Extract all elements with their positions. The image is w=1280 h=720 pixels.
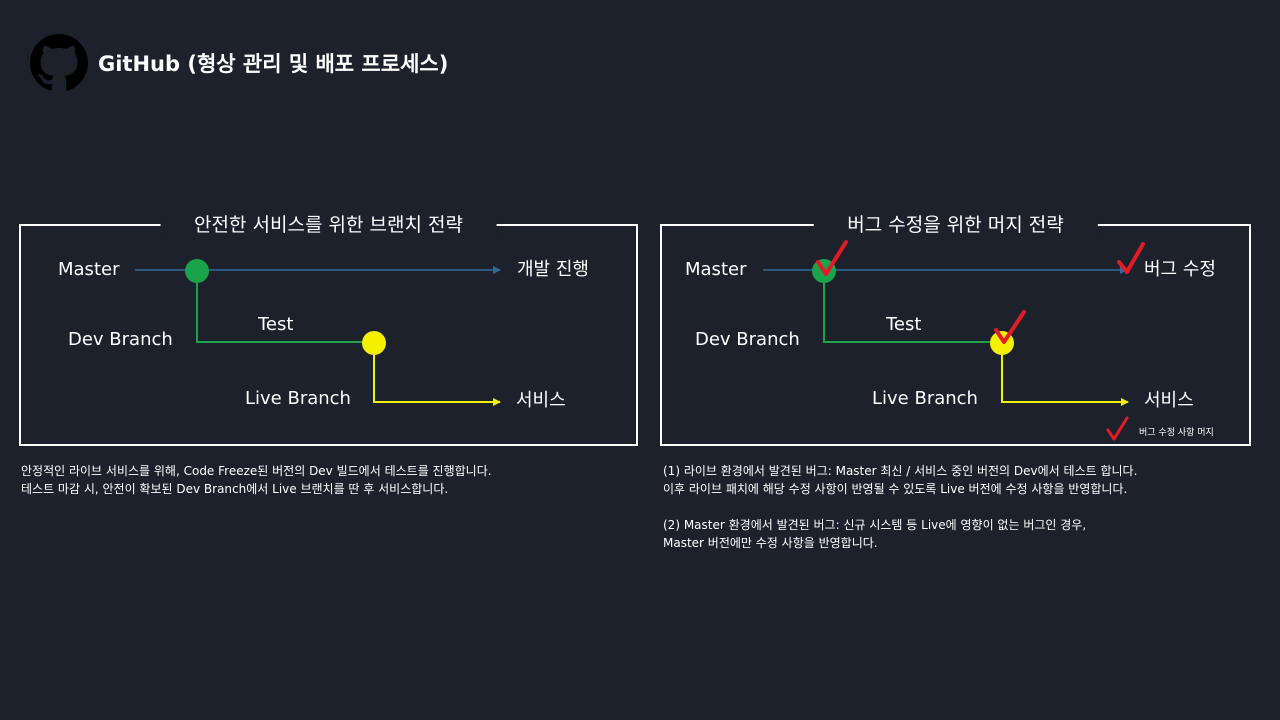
- legend-check-mark-icon: [1106, 416, 1129, 441]
- note-line: 이후 라이브 패치에 해당 수정 사항이 반영될 수 있도록 Live 버전에 …: [663, 482, 1128, 496]
- left-live-branch-label: Live Branch: [245, 388, 351, 409]
- right-master-label: Master: [685, 259, 747, 280]
- branch-strategy-title: 안전한 서비스를 위한 브랜치 전략: [160, 212, 497, 238]
- page-title: GitHub (형상 관리 및 배포 프로세스): [98, 52, 449, 76]
- note-line: 테스트 마감 시, 안전이 확보된 Dev Branch에서 Live 브랜치를…: [21, 482, 449, 496]
- left-dev-branch-line: [196, 270, 374, 343]
- left-master-node: [185, 259, 209, 283]
- note-line: 안정적인 라이브 서비스를 위해, Code Freeze된 버전의 Dev 빌…: [21, 464, 492, 478]
- left-dev-branch-label: Dev Branch: [68, 329, 173, 350]
- left-live-branch-line: [373, 342, 501, 406]
- check-mark-icon: [1117, 242, 1145, 274]
- right-live-branch-label: Live Branch: [872, 388, 978, 409]
- left-service-label: 서비스: [516, 390, 566, 411]
- right-dev-branch-label: Dev Branch: [695, 329, 800, 350]
- note-line: (2) Master 환경에서 발견된 버그: 신규 시스템 등 Live에 영…: [663, 518, 1087, 532]
- check-mark-icon: [994, 310, 1026, 344]
- merge-strategy-title: 버그 수정을 위한 머지 전략: [813, 212, 1098, 238]
- note-line: Master 버전에만 수정 사항을 반영합니다.: [663, 536, 878, 550]
- right-service-label: 서비스: [1144, 390, 1194, 411]
- right-dev-branch-line: [823, 270, 1002, 343]
- branch-strategy-panel: 안전한 서비스를 위한 브랜치 전략: [19, 212, 638, 446]
- right-notes: (1) 라이브 환경에서 발견된 버그: Master 최신 / 서비스 중인 …: [663, 462, 1137, 552]
- github-octocat-icon: [30, 34, 88, 91]
- left-test-label: Test: [258, 314, 294, 335]
- right-live-branch-line: [1001, 342, 1129, 406]
- merge-strategy-panel: 버그 수정을 위한 머지 전략: [660, 212, 1251, 446]
- left-develop-label: 개발 진행: [517, 259, 589, 280]
- right-bug-fix-label: 버그 수정: [1144, 259, 1216, 280]
- left-notes: 안정적인 라이브 서비스를 위해, Code Freeze된 버전의 Dev 빌…: [21, 462, 492, 498]
- left-test-node: [362, 331, 386, 355]
- check-mark-icon: [816, 240, 848, 276]
- legend-label: 버그 수정 사항 머지: [1139, 428, 1214, 438]
- right-test-label: Test: [886, 314, 922, 335]
- left-master-label: Master: [58, 259, 120, 280]
- note-line: (1) 라이브 환경에서 발견된 버그: Master 최신 / 서비스 중인 …: [663, 464, 1138, 478]
